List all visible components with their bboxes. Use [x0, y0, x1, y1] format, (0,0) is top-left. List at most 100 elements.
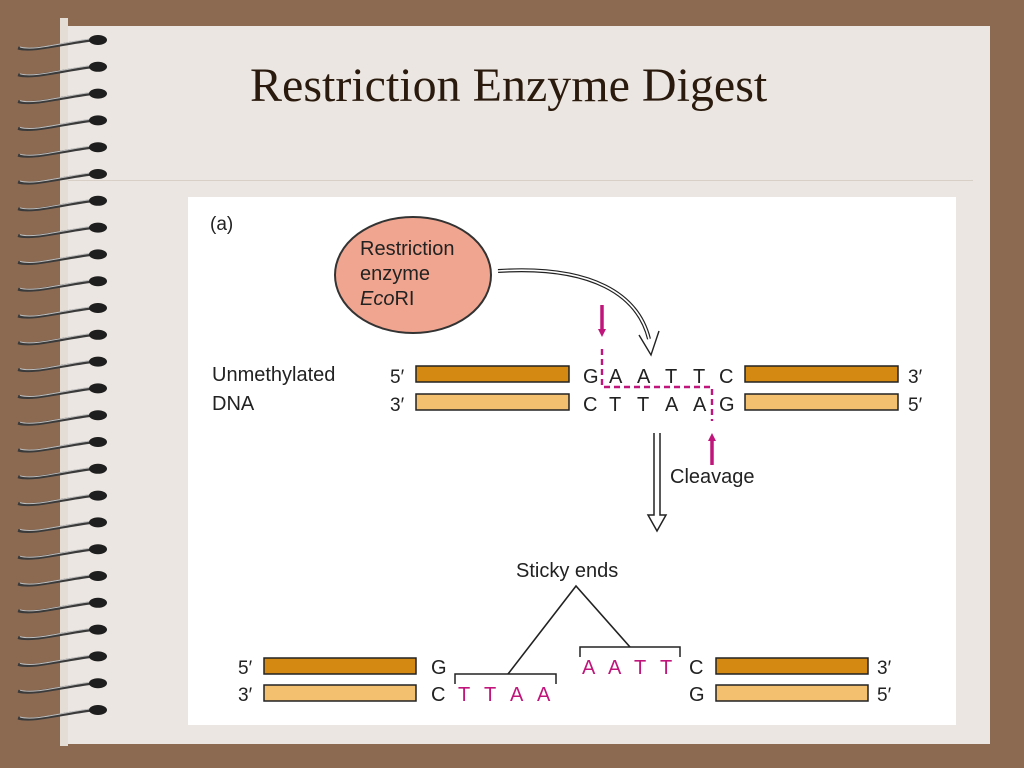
- panel-label: (a): [210, 214, 233, 235]
- binding-ring-highlight: [19, 199, 91, 210]
- binding-ring: [17, 333, 93, 346]
- top-base-1: G: [583, 366, 599, 388]
- top-strand-5prime: 5′: [390, 367, 405, 388]
- binding-ring-highlight: [19, 547, 91, 558]
- binding-ring-highlight: [19, 413, 91, 424]
- binding-ring-highlight: [19, 172, 91, 183]
- binding-ring: [17, 118, 93, 131]
- binding-ring: [17, 252, 93, 265]
- binding-hole: [89, 517, 107, 528]
- bottom-base-3: T: [637, 394, 649, 416]
- binding-ring: [17, 65, 93, 78]
- binding-ring-highlight: [19, 252, 91, 263]
- product-right-top-base: C: [689, 657, 703, 679]
- left-overhang-base-1: T: [458, 684, 470, 706]
- binding-ring: [17, 574, 93, 587]
- enzyme-label-line2: enzyme: [360, 263, 430, 285]
- binding-ring: [17, 681, 93, 694]
- bottom-base-5: A: [693, 394, 707, 416]
- top-strand-left-bar: [415, 365, 570, 383]
- binding-ring-highlight: [19, 92, 91, 103]
- bottom-base-6: G: [719, 394, 735, 416]
- binding-ring: [17, 654, 93, 667]
- cut-site-line: [600, 349, 714, 421]
- enzyme-arrow-outline: [497, 268, 651, 340]
- binding-ring-highlight: [19, 38, 91, 49]
- binding-ring-highlight: [19, 708, 91, 719]
- left-overhang-base-2: T: [484, 684, 496, 706]
- top-base-6: C: [719, 366, 733, 388]
- binding-ring-highlight: [19, 574, 91, 585]
- cleavage-arrow: [646, 433, 668, 533]
- binding-hole: [89, 249, 107, 260]
- product-left-top-base: G: [431, 657, 447, 679]
- top-base-2: A: [609, 366, 623, 388]
- page-edge: [60, 18, 68, 746]
- right-overhang-base-3: T: [634, 657, 646, 679]
- top-strand-3prime: 3′: [908, 367, 923, 388]
- bottom-strand-right-bar: [744, 393, 899, 411]
- bottom-strand-left-bar: [415, 393, 570, 411]
- binding-ring: [17, 440, 93, 453]
- product-right-top-bar: [715, 657, 869, 675]
- product-right-bottom-bar: [715, 684, 869, 702]
- binding-ring: [17, 547, 93, 560]
- enzyme-arrow-fill: [497, 269, 650, 340]
- binding-ring-highlight: [19, 306, 91, 317]
- binding-ring-highlight: [19, 386, 91, 397]
- slide-title: Restriction Enzyme Digest: [250, 59, 768, 112]
- binding-ring: [17, 306, 93, 319]
- binding-ring: [17, 467, 93, 480]
- binding-hole: [89, 88, 107, 99]
- binding-ring-highlight: [19, 520, 91, 531]
- sticky-ends-pointer: [507, 584, 631, 675]
- binding-hole: [89, 35, 107, 45]
- dna-label-line1: Unmethylated: [212, 364, 335, 386]
- binding-ring-highlight: [19, 467, 91, 478]
- bottom-base-1: C: [583, 394, 597, 416]
- figure-canvas: (a) Restriction enzyme EcoRI Unmethylate…: [210, 214, 923, 706]
- binding-ring-highlight: [19, 628, 91, 639]
- binding-hole: [89, 437, 107, 447]
- binding-ring-highlight: [19, 279, 91, 290]
- binding-ring: [17, 413, 93, 426]
- product-left-top-bar: [263, 657, 417, 675]
- binding-ring-highlight: [19, 360, 91, 371]
- product-right-3prime: 3′: [877, 658, 892, 679]
- binding-hole: [89, 490, 107, 501]
- binding-ring: [17, 520, 93, 533]
- binding-ring: [17, 628, 93, 641]
- binding-ring-highlight: [19, 145, 91, 156]
- binding-hole: [89, 303, 107, 313]
- product-left-3prime: 3′: [238, 685, 253, 706]
- binding-hole: [89, 195, 107, 206]
- title-divider: [68, 180, 973, 181]
- binding-ring: [17, 279, 93, 292]
- bottom-base-4: A: [665, 394, 679, 416]
- binding-hole: [89, 329, 107, 340]
- left-overhang-base-4: A: [537, 684, 551, 706]
- binding-hole: [89, 222, 107, 233]
- product-left-5prime: 5′: [238, 658, 253, 679]
- enzyme-name-italic: Eco: [360, 288, 394, 310]
- binding-ring-highlight: [19, 654, 91, 665]
- binding-ring: [17, 92, 93, 105]
- binding-hole: [89, 410, 107, 421]
- right-overhang-base-2: A: [608, 657, 622, 679]
- top-base-5: T: [693, 366, 705, 388]
- binding-ring-highlight: [19, 65, 91, 76]
- top-base-4: T: [665, 366, 677, 388]
- binding-hole: [89, 544, 107, 555]
- binding-ring-highlight: [19, 681, 91, 692]
- binding-hole: [89, 463, 107, 474]
- sticky-ends-label: Sticky ends: [516, 560, 618, 582]
- binding-ring: [17, 226, 93, 239]
- enzyme-label-line1: Restriction: [360, 238, 454, 260]
- restriction-digest-figure: (a) Restriction enzyme EcoRI Unmethylate…: [188, 197, 956, 725]
- top-base-3: A: [637, 366, 651, 388]
- binding-ring: [17, 199, 93, 212]
- binding-ring-highlight: [19, 494, 91, 505]
